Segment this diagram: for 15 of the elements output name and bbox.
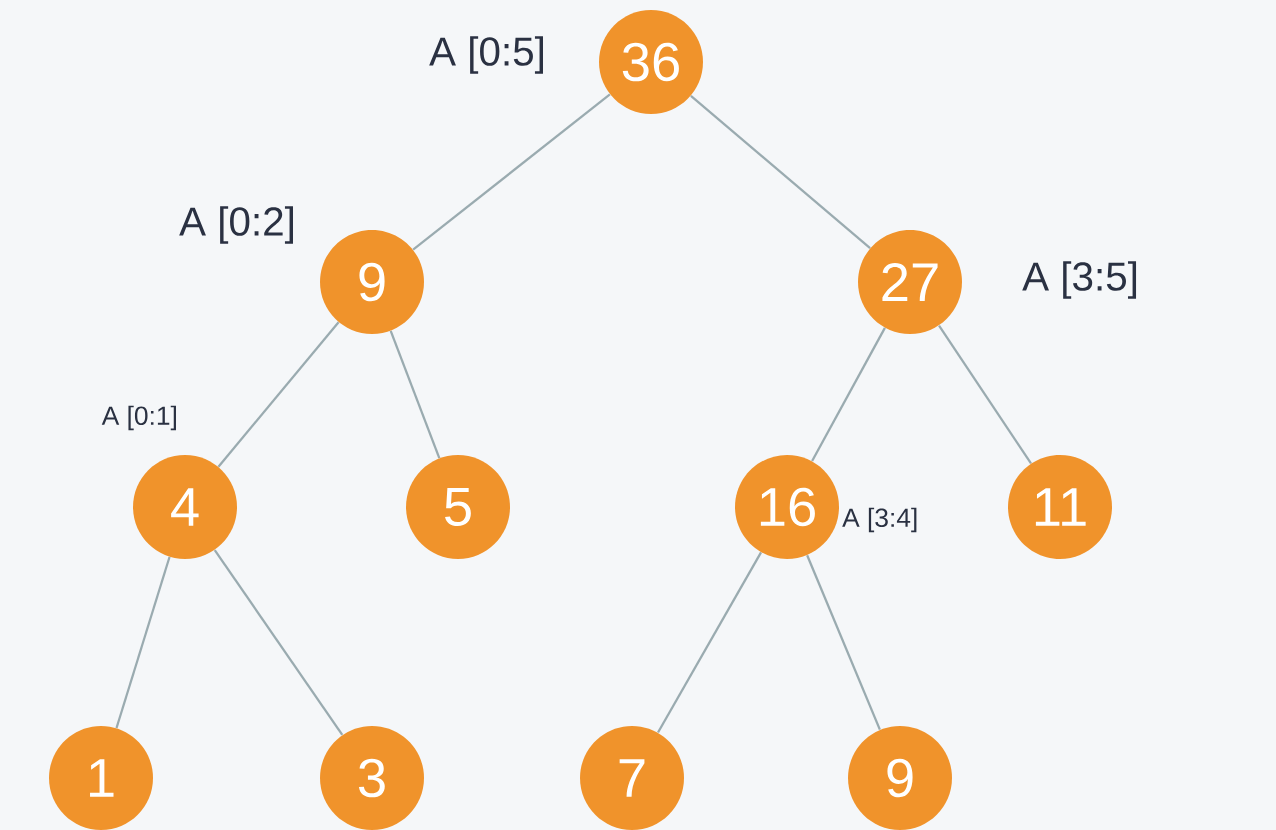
edge-line: [213, 549, 344, 736]
edge-line: [938, 324, 1032, 465]
range-label: A [0:5]: [429, 36, 543, 74]
edge-line: [811, 327, 886, 462]
edge-line: [389, 330, 441, 459]
edge-line: [217, 321, 340, 468]
edge-line: [806, 554, 881, 731]
edge-line: [690, 95, 871, 249]
edge-line: [115, 556, 171, 729]
range-label: A [0:1]: [101, 405, 176, 431]
edge-line: [657, 551, 762, 734]
edge-line: [412, 93, 611, 251]
range-label: A [3:4]: [842, 507, 917, 533]
range-label: A [3:5]: [1022, 261, 1137, 299]
range-label: A [0:2]: [179, 206, 293, 244]
